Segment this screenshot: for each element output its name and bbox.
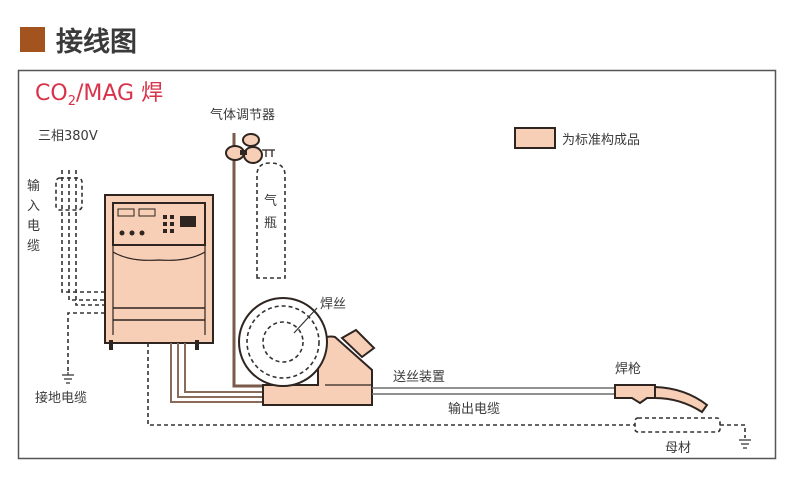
ground-symbol-icon [739, 439, 751, 449]
gas-regulator-label: 气体调节器 [210, 107, 275, 123]
welding-power-source [104, 194, 214, 350]
svg-text:电: 电 [27, 219, 40, 234]
wire-spool [238, 297, 328, 387]
gas-bottle-label: 气 瓶 [264, 193, 277, 231]
wire-label: 焊丝 [320, 296, 346, 312]
svg-text:气: 气 [264, 193, 277, 209]
base-metal-label: 母材 [665, 441, 691, 456]
title-square-icon [20, 27, 45, 52]
welding-torch [614, 384, 709, 414]
output-cable-label: 输出电缆 [448, 401, 500, 417]
work-cable [147, 343, 751, 449]
input-cable [55, 170, 105, 306]
page-title: 接线图 [56, 27, 137, 58]
gas-hose [232, 133, 263, 388]
output-cable [372, 387, 615, 395]
diagram-frame [17, 69, 777, 460]
gas-bottle [256, 162, 286, 279]
legend-swatch [514, 127, 556, 149]
ground-symbol-icon [62, 372, 74, 384]
wire-feeder-label: 送丝装置 [393, 370, 445, 385]
process-title: CO2/MAG 焊 [35, 81, 163, 109]
svg-text:缆: 缆 [27, 238, 40, 254]
control-cables [170, 133, 263, 403]
ground-cable-label: 接地电缆 [35, 390, 87, 406]
ground-cable [62, 312, 105, 384]
svg-text:入: 入 [27, 199, 40, 214]
input-cable-label: 输 入 电 缆 [27, 178, 40, 254]
power-label: 三相380V [38, 129, 98, 144]
svg-text:瓶: 瓶 [264, 216, 277, 231]
gas-regulator [225, 133, 275, 164]
legend-label: 为标准构成品 [562, 133, 640, 148]
torch-label: 焊枪 [615, 361, 641, 377]
svg-text:输: 输 [27, 178, 40, 194]
